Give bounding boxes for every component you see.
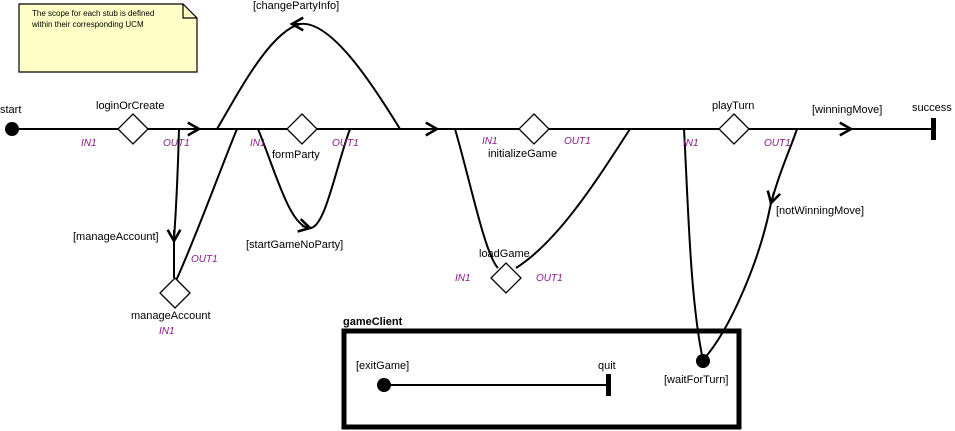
wait-for-turn-dot [696,354,710,368]
stub-label: formParty [272,149,320,161]
condition-manage-account: [manageAccount] [73,231,159,243]
branches [166,16,798,361]
stub-diamond[interactable] [718,113,750,145]
condition-not-winning-move: [notWinningMove] [776,205,864,217]
stub-diamond[interactable] [286,113,318,145]
condition-winning-move: [winningMove] [812,104,882,116]
stub-manage-account[interactable]: manageAccount IN1 OUT1 [131,254,218,337]
condition-start-game-no-party: [startGameNoParty] [246,239,343,251]
stub-in-port: IN1 [482,136,498,147]
arrow-not-winning-move [766,190,782,206]
component-title: gameClient [343,316,403,328]
stub-login-or-create[interactable]: loginOrCreate IN1 OUT1 [81,100,190,149]
stub-diamond[interactable] [117,113,149,145]
component-box [341,328,742,430]
path-load-game-out [515,128,631,269]
stub-in-port: IN1 [683,138,699,149]
path-load-game-in [454,128,499,269]
stub-out-port: OUT1 [163,138,190,149]
quit-label: quit [598,360,616,372]
condition-change-party-info: [changePartyInfo] [253,0,339,12]
wait-for-turn-label: [waitForTurn] [664,374,728,386]
stub-load-game[interactable]: loadGame IN1 OUT1 [455,248,563,294]
note-line-2: within their corresponding UCM [31,20,144,29]
start-dot [5,122,19,136]
stub-in-port: IN1 [455,273,471,284]
end-point: success [912,102,952,140]
stub-in-port: IN1 [250,138,266,149]
path-manage-account-out [173,128,238,286]
start-point: start [0,104,21,136]
stub-out-port: OUT1 [332,138,359,149]
path-not-winning-to-wait [702,202,772,361]
note-line-1: The scope for each stub is defined [32,9,154,18]
stub-label: loadGame [479,248,530,260]
stub-label: loginOrCreate [96,100,164,112]
stub-label: playTurn [712,100,754,112]
stub-out-port: OUT1 [764,138,791,149]
stub-play-turn[interactable]: playTurn IN1 OUT1 [683,100,791,149]
stub-out-port: OUT1 [564,136,591,147]
stub-in-port: IN1 [159,326,175,337]
end-bar [931,118,936,140]
stub-label: initializeGame [488,148,557,160]
stub-diamond[interactable] [159,277,191,309]
note-fold [182,4,197,19]
stub-out-port: OUT1 [536,273,563,284]
note-shape [18,3,198,73]
path-play-to-wait [683,128,704,361]
exit-game-start-dot [377,378,391,392]
stub-in-port: IN1 [81,138,97,149]
quit-end-bar [606,374,611,396]
exit-game-label: [exitGame] [356,360,409,372]
stub-initialize-game[interactable]: initializeGame IN1 OUT1 [482,113,591,160]
arrow-start-game-no-party [297,218,313,233]
stub-diamond[interactable] [490,262,522,294]
scope-note: The scope for each stub is defined withi… [18,3,198,73]
stub-out-port: OUT1 [191,254,218,265]
stub-label: manageAccount [131,310,211,322]
end-label: success [912,102,952,114]
stub-form-party[interactable]: formParty IN1 OUT1 [250,113,359,161]
path-change-party-info [216,22,401,130]
stub-diamond[interactable] [518,113,550,145]
start-label: start [0,104,21,116]
component-game-client: gameClient [exitGame] quit [waitForTurn] [341,316,742,430]
